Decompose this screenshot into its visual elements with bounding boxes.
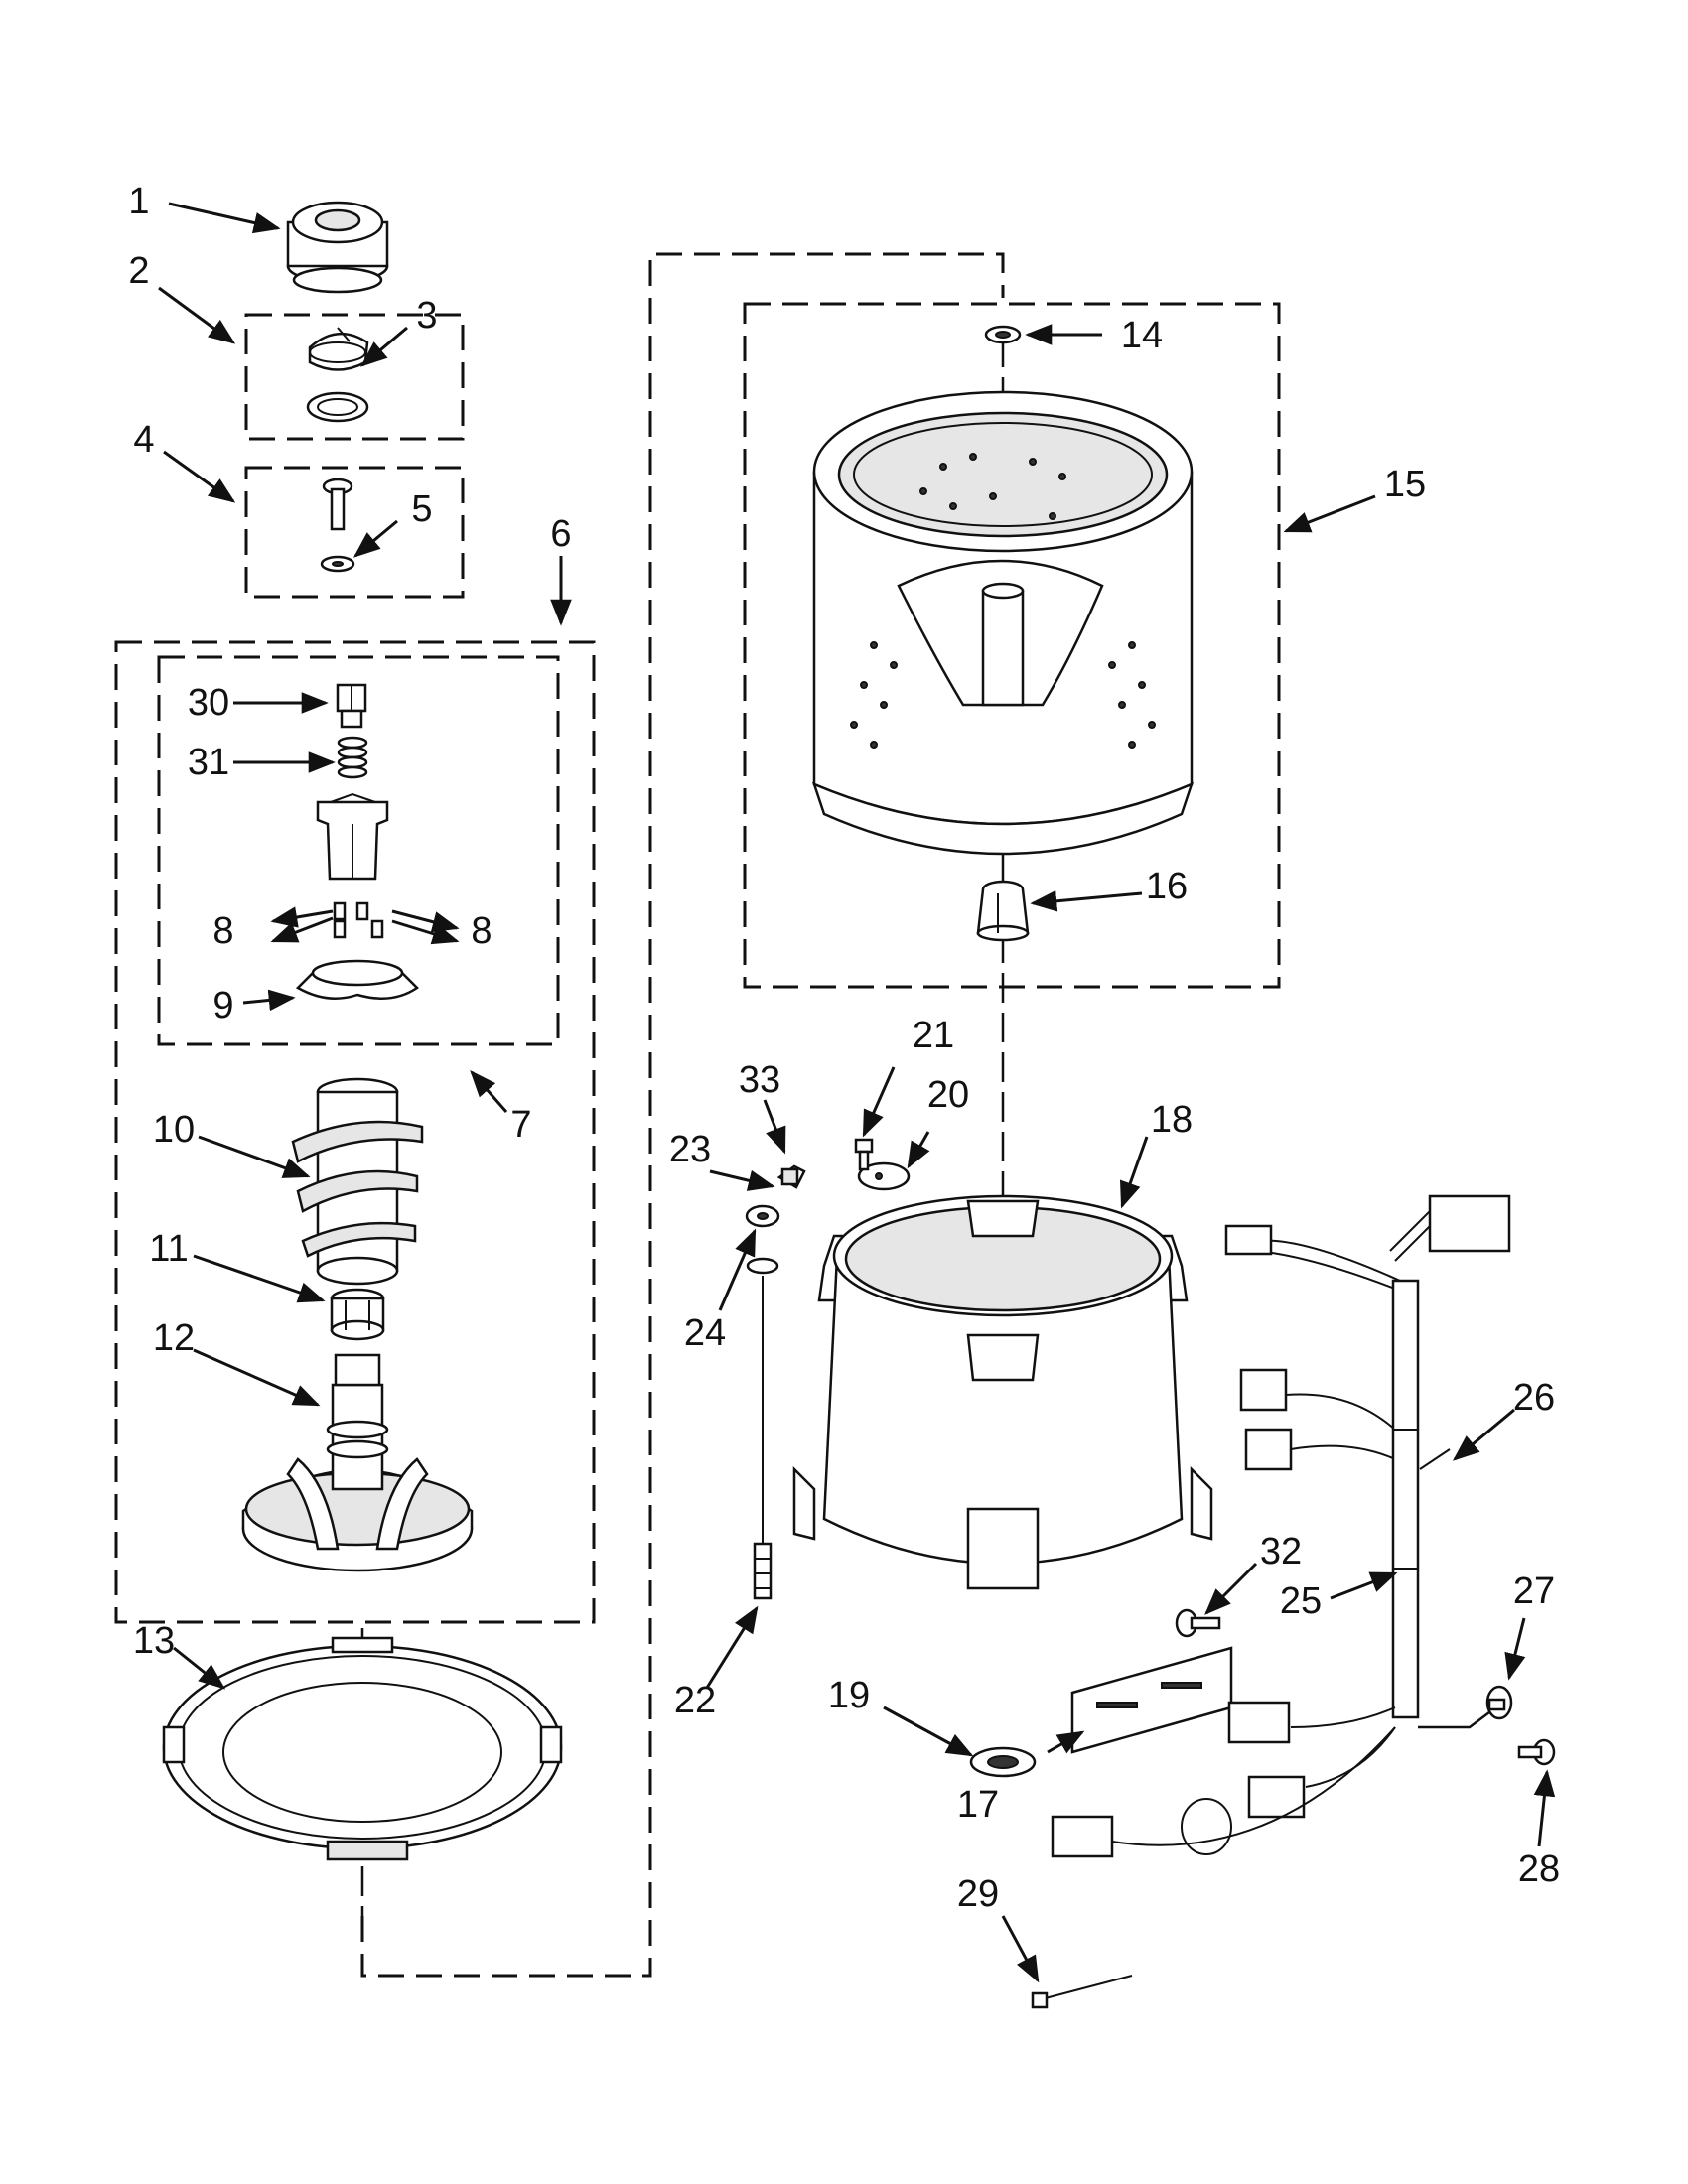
control-panel-board-drawing [1070, 1646, 1233, 1754]
callout-29: 29 [957, 1873, 999, 1915]
callout-16: 16 [1146, 866, 1188, 907]
callout-10: 10 [153, 1109, 195, 1151]
suspension-parts-drawing [745, 1138, 911, 1600]
callout-18: 18 [1151, 1099, 1193, 1141]
assembly-connector-line [360, 252, 1005, 1978]
group-boxes [114, 252, 1281, 1978]
callout-8-left: 8 [212, 910, 233, 952]
drive-bell-drawing [330, 1288, 385, 1341]
callout-5: 5 [411, 488, 432, 530]
drive-hub-drawing [976, 880, 1030, 942]
tub-ring-drawing [162, 1636, 563, 1861]
callout-11: 11 [149, 1228, 188, 1270]
callout-22: 22 [674, 1680, 716, 1721]
cable-tie-drawing [1031, 1975, 1133, 2009]
wash-basket-drawing [811, 390, 1195, 856]
box-part-4 [244, 466, 465, 599]
callout-8-right: 8 [471, 910, 492, 952]
callout-31: 31 [188, 742, 229, 783]
bolt-and-washer-drawing [320, 478, 355, 573]
callout-20: 20 [927, 1074, 969, 1116]
callout-9: 9 [212, 985, 233, 1026]
callout-15: 15 [1384, 464, 1426, 505]
box-part-6 [114, 640, 596, 1624]
basket-nut-drawing [984, 325, 1022, 344]
callout-26: 26 [1513, 1377, 1555, 1419]
callout-27: 27 [1513, 1570, 1555, 1612]
callout-21: 21 [913, 1015, 954, 1056]
auger-drawing [291, 1077, 424, 1286]
box-part-15 [743, 302, 1281, 989]
callout-28: 28 [1518, 1848, 1560, 1890]
callout-4: 4 [133, 419, 154, 461]
tub-seal-drawing [969, 1746, 1037, 1778]
callout-17: 17 [957, 1784, 999, 1826]
callout-19: 19 [828, 1675, 870, 1716]
callout-25: 25 [1280, 1580, 1322, 1622]
callout-23: 23 [669, 1129, 711, 1170]
agitator-cap-drawing [286, 201, 389, 294]
box-part-7 [157, 655, 560, 1046]
agitator-dog-assembly-drawing [295, 683, 419, 1000]
wire-harness-drawing [1051, 1194, 1556, 1858]
agitator-base-drawing [241, 1353, 474, 1572]
callout-13: 13 [133, 1620, 175, 1662]
callout-3: 3 [416, 295, 437, 337]
panel-screw-drawing [1175, 1608, 1221, 1638]
callout-12: 12 [153, 1317, 195, 1359]
callout-14: 14 [1121, 315, 1163, 356]
callout-labels: 1 2 3 4 5 6 7 8 8 9 10 11 12 13 14 15 16… [128, 181, 1560, 1983]
callout-32: 32 [1260, 1531, 1302, 1572]
callout-2: 2 [128, 250, 149, 292]
outer-tub-drawing [792, 1194, 1213, 1590]
callout-30: 30 [188, 682, 229, 724]
callout-24: 24 [684, 1312, 726, 1354]
cam-and-ring-drawing [306, 327, 369, 423]
callout-7: 7 [510, 1104, 531, 1146]
callout-6: 6 [550, 513, 571, 555]
callout-1: 1 [128, 181, 149, 222]
callout-33: 33 [739, 1059, 780, 1101]
box-part-2 [244, 313, 465, 441]
